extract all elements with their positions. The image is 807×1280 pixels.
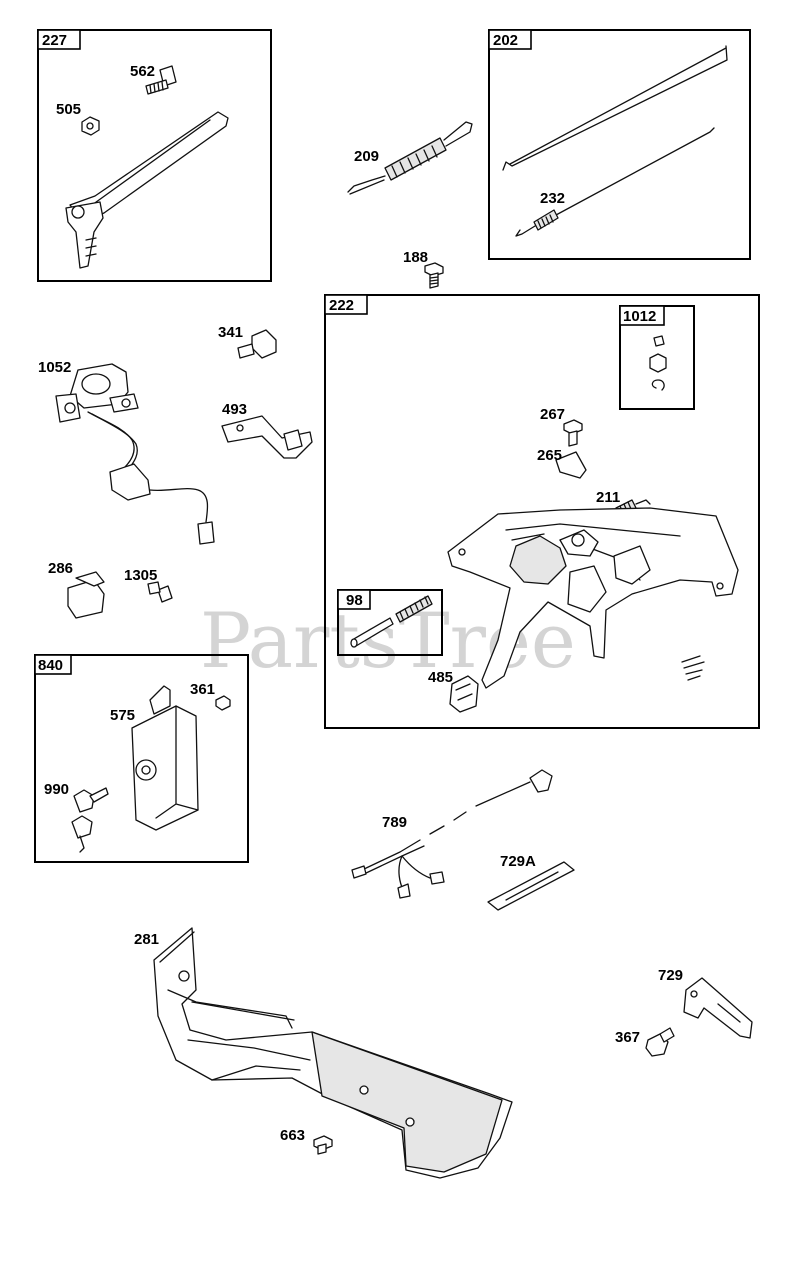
callout-286: 286	[48, 560, 73, 577]
part-265-clip[interactable]	[555, 451, 587, 479]
group-840-tag	[34, 654, 72, 675]
part-1305-screw[interactable]	[147, 581, 173, 603]
part-367-bolt[interactable]	[645, 1027, 675, 1057]
group-222-frame	[324, 294, 760, 729]
group-202-label: 202	[493, 32, 518, 49]
part-789-harness[interactable]	[351, 769, 553, 899]
callout-265: 265	[537, 447, 562, 464]
group-840-label: 840	[38, 657, 63, 674]
part-232-rod-spring[interactable]	[515, 127, 715, 237]
callout-990: 990	[44, 781, 69, 798]
part-227-lever[interactable]	[65, 111, 229, 269]
group-222-tag	[324, 294, 368, 315]
callout-562: 562	[130, 63, 155, 80]
group-227-frame	[37, 29, 272, 282]
callout-1305: 1305	[124, 567, 157, 584]
callout-361: 361	[190, 681, 215, 698]
group-98-frame	[337, 589, 443, 656]
callout-505: 505	[56, 101, 81, 118]
callout-575: 575	[110, 707, 135, 724]
part-209-spring[interactable]	[347, 121, 473, 195]
part-286-boot[interactable]	[67, 571, 105, 619]
part-729-bracket[interactable]	[683, 977, 753, 1039]
part-361-nut[interactable]	[215, 695, 231, 711]
part-281-bracket[interactable]	[153, 927, 513, 1179]
callout-341: 341	[218, 324, 243, 341]
part-485-knob[interactable]	[449, 675, 479, 713]
group-840[interactable]: 840	[34, 654, 249, 863]
group-98[interactable]: 98	[337, 589, 443, 656]
callout-211: 211	[596, 489, 620, 506]
callout-485: 485	[428, 669, 453, 686]
callout-267: 267	[540, 406, 565, 423]
group-98-label: 98	[346, 592, 363, 609]
part-990-keys[interactable]	[71, 787, 109, 853]
group-1012-tag	[619, 305, 665, 326]
part-202-rod[interactable]	[502, 45, 728, 171]
group-202-frame	[488, 29, 751, 260]
callout-209: 209	[354, 148, 379, 165]
part-562-bolt[interactable]	[145, 65, 177, 95]
group-227-label: 227	[42, 32, 67, 49]
callout-729: 729	[658, 967, 683, 984]
callout-493: 493	[222, 401, 247, 418]
group-1012-label: 1012	[623, 308, 656, 325]
callout-188: 188	[403, 249, 428, 266]
group-222-label: 222	[329, 297, 354, 314]
group-202-tag	[488, 29, 532, 50]
callout-789: 789	[382, 814, 407, 831]
part-505-nut[interactable]	[81, 116, 100, 136]
callout-367: 367	[615, 1029, 640, 1046]
callout-1052: 1052	[38, 359, 71, 376]
callout-729A: 729A	[500, 853, 536, 870]
part-663-bolt[interactable]	[313, 1135, 333, 1155]
group-227[interactable]: 227	[37, 29, 272, 282]
part-493-bracket[interactable]	[221, 415, 313, 459]
part-188-bolt[interactable]	[424, 262, 444, 289]
group-227-tag	[37, 29, 81, 50]
group-202[interactable]: 202	[488, 29, 751, 260]
group-222[interactable]: 222	[324, 294, 760, 729]
part-267-screw[interactable]	[563, 419, 583, 447]
part-341-standoff[interactable]	[237, 329, 277, 359]
part-729A-plate[interactable]	[487, 861, 575, 911]
part-222-control-bracket[interactable]	[447, 507, 739, 689]
group-98-tag	[337, 589, 371, 610]
group-840-frame	[34, 654, 249, 863]
callout-281: 281	[134, 931, 159, 948]
group-1012[interactable]: 1012	[619, 305, 695, 410]
part-575-switch-housing[interactable]	[131, 685, 199, 831]
callout-663: 663	[280, 1127, 305, 1144]
part-1052-switch[interactable]	[55, 363, 215, 545]
callout-232: 232	[540, 190, 565, 207]
